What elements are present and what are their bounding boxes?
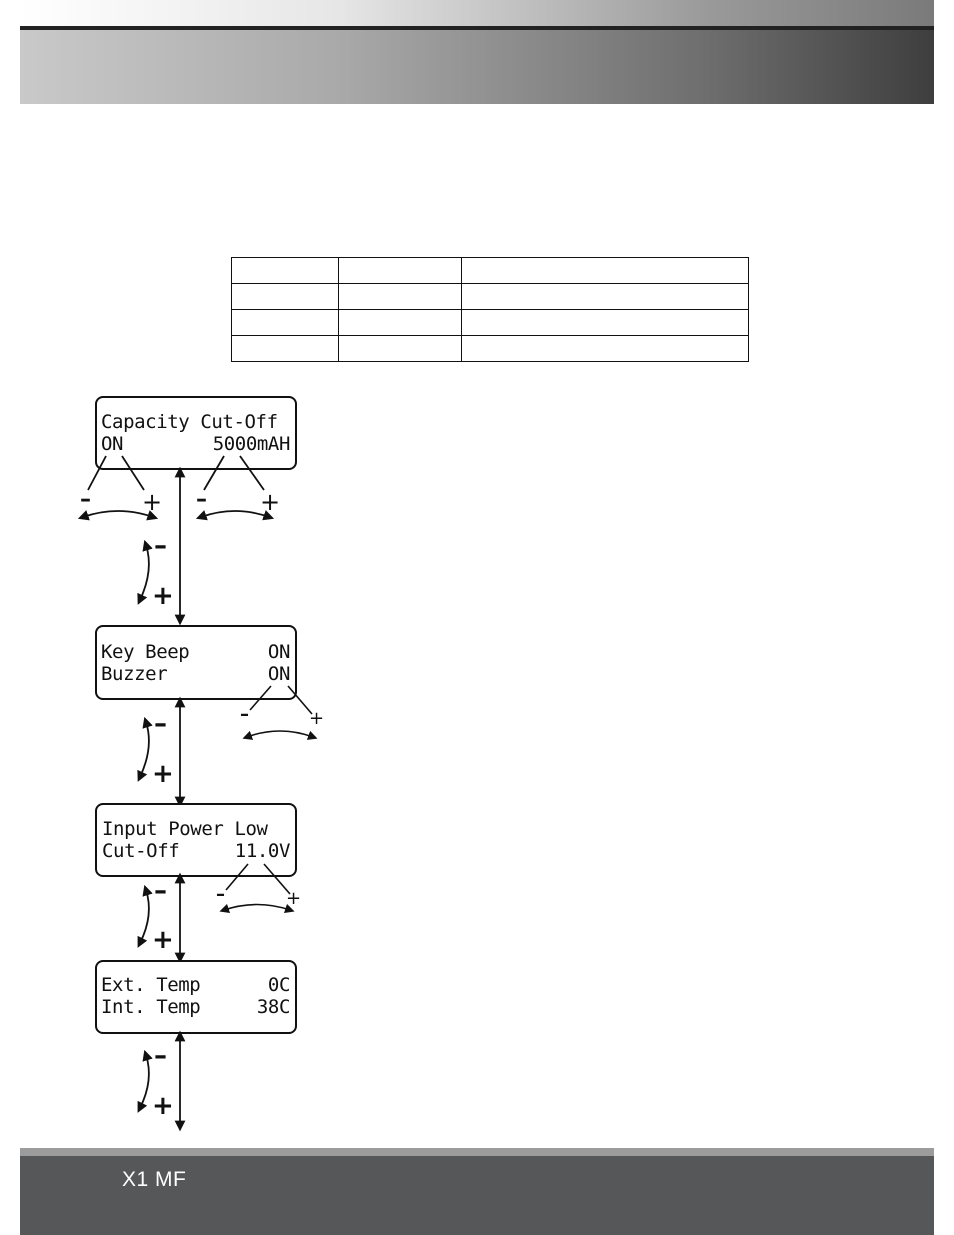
table-row [231, 309, 749, 336]
lcd-line2-left: ON [101, 433, 123, 455]
curved-arrow-icon [137, 1049, 153, 1113]
plus-label: + [260, 488, 280, 516]
plus-label: + [152, 759, 174, 789]
lcd-line1-left: Capacity Cut-Off [101, 411, 278, 433]
footer-bar [20, 1156, 934, 1235]
plus-label: + [152, 581, 174, 611]
table-cell [231, 257, 339, 284]
lcd-line2-right: ON [268, 663, 290, 685]
plus-label: + [152, 925, 174, 955]
table-cell [338, 335, 462, 362]
lcd-line2-left: Buzzer [101, 663, 167, 685]
table-row [231, 335, 749, 362]
lcd-screen-capacity-cutoff: Capacity Cut-Off ON 5000mAH [95, 396, 297, 470]
minus-label: – [216, 884, 225, 905]
minus-label: – [154, 531, 167, 561]
lcd-screen-key-beep: Key Beep ON Buzzer ON [95, 625, 297, 700]
table-cell [338, 309, 462, 336]
lcd-line2-right: 38C [257, 996, 290, 1018]
top-rule [20, 26, 934, 30]
top-gradient-band [20, 0, 934, 26]
adjust-control-buzzer [242, 685, 318, 740]
table-cell [461, 309, 749, 336]
lcd-line2-right: 5000mAH [213, 433, 290, 455]
plus-label: + [286, 888, 301, 909]
minus-label: – [154, 876, 167, 906]
table-cell [461, 283, 749, 310]
adjust-control-left [77, 455, 159, 521]
lcd-line1-right: ON [268, 641, 290, 663]
spec-table [231, 257, 749, 362]
lcd-line2-right: 11.0V [235, 840, 290, 862]
curved-arrow-icon [137, 539, 153, 605]
table-cell [231, 309, 339, 336]
lcd-line2-left: Cut-Off [102, 840, 179, 862]
minus-label: – [154, 709, 167, 739]
curved-arrow-icon [137, 716, 153, 782]
table-row [231, 283, 749, 310]
lcd-line1-left: Input Power Low [102, 818, 269, 840]
lcd-line2-left: Int. Temp [101, 996, 200, 1018]
table-cell [461, 335, 749, 362]
table-cell [231, 283, 339, 310]
adjust-control-voltage [219, 863, 295, 914]
footer-model-name: X1 MF [122, 1168, 187, 1191]
table-cell [338, 257, 462, 284]
minus-label: – [154, 1041, 167, 1071]
curved-arrow-icon [137, 884, 153, 948]
lcd-line1-left: Ext. Temp [101, 974, 200, 996]
minus-label: – [80, 487, 91, 512]
adjust-control-right [195, 455, 275, 521]
plus-label: + [142, 488, 162, 516]
plus-label: + [309, 708, 324, 729]
footer-top-strip [20, 1148, 934, 1156]
table-cell [461, 257, 749, 284]
plus-label: + [152, 1091, 174, 1121]
table-cell [338, 283, 462, 310]
minus-label: – [240, 704, 249, 725]
lcd-screen-temperature: Ext. Temp 0C Int. Temp 38C [95, 960, 297, 1034]
menu-flow-diagram: Capacity Cut-Off ON 5000mAH – + – + – + … [77, 396, 324, 1132]
lcd-line1-right: 0C [268, 974, 290, 996]
lcd-screen-input-power-low: Input Power Low Cut-Off 11.0V [95, 803, 297, 877]
minus-label: – [196, 487, 207, 512]
table-row [231, 257, 749, 284]
header-bar [20, 30, 934, 104]
table-cell [231, 335, 339, 362]
lcd-line1-left: Key Beep [101, 641, 189, 663]
